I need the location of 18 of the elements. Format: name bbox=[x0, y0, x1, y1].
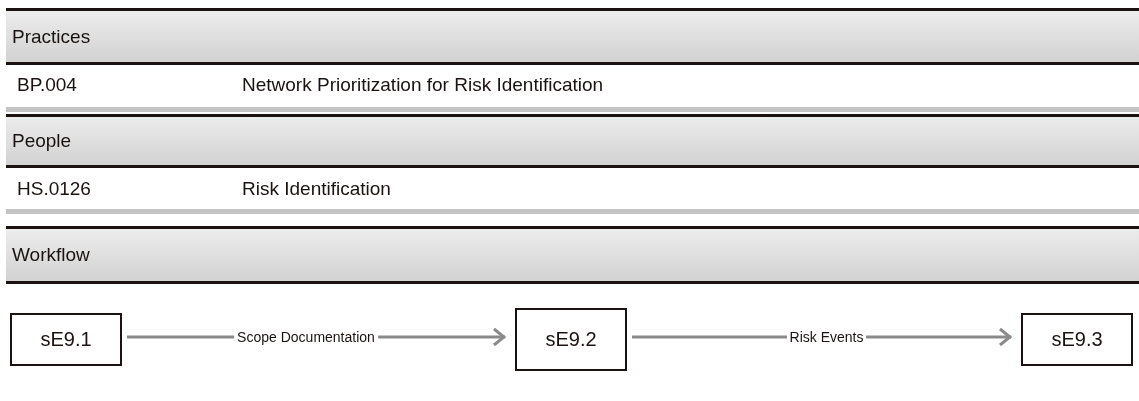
row-code: HS.0126 bbox=[17, 178, 91, 200]
edge-label: Risk Events bbox=[786, 329, 867, 345]
section-title: Practices bbox=[12, 25, 91, 48]
edge-label: Scope Documentation bbox=[234, 329, 378, 345]
process-box bbox=[515, 308, 627, 371]
section-header bbox=[6, 226, 1139, 284]
process-box bbox=[10, 313, 122, 366]
step-id: sE9.3 bbox=[1051, 328, 1103, 351]
section-header bbox=[6, 114, 1139, 168]
row-title: Network Prioritization for Risk Identification bbox=[242, 74, 604, 96]
row-code: BP.004 bbox=[17, 74, 77, 96]
row-title: Risk Identification bbox=[242, 178, 391, 200]
section-title: People bbox=[12, 130, 72, 152]
step-id: sE9.2 bbox=[545, 328, 597, 351]
section-title: Workflow bbox=[12, 244, 90, 266]
process-box bbox=[1021, 313, 1133, 366]
section-header bbox=[6, 8, 1139, 65]
step-id: sE9.1 bbox=[40, 328, 92, 351]
